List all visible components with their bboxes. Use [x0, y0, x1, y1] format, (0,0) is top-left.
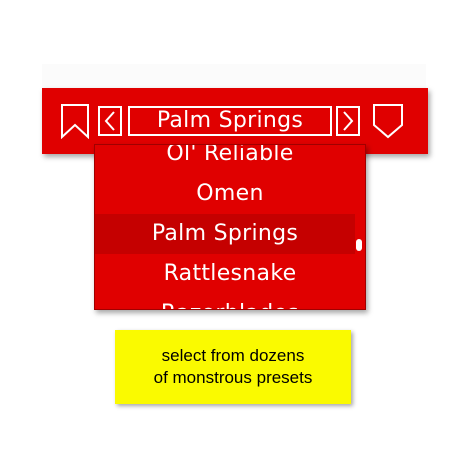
callout-line-1: select from dozens [161, 346, 305, 365]
callout-line-2: of monstrous presets [153, 368, 313, 387]
list-item[interactable]: Rattlesnake [163, 261, 297, 286]
top-strip [42, 64, 426, 89]
save-preset-icon[interactable] [372, 103, 404, 139]
list-item-selected[interactable]: Palm Springs [95, 214, 355, 254]
scrollbar-thumb[interactable] [356, 239, 362, 251]
preset-name-display[interactable]: Palm Springs [128, 106, 332, 136]
bookmark-icon[interactable] [60, 103, 90, 139]
list-item[interactable]: Ol' Reliable [166, 144, 294, 166]
feature-callout: select from dozens of monstrous presets [115, 330, 351, 404]
preset-bar: Palm Springs [42, 88, 428, 154]
preset-list: Ol' Reliable Omen Palm Springs Rattlesna… [95, 144, 365, 309]
current-preset-label: Palm Springs [156, 108, 304, 133]
next-preset-button[interactable] [336, 106, 360, 136]
chevron-right-icon [338, 111, 358, 131]
list-item[interactable]: Omen [196, 181, 264, 206]
list-item[interactable]: Razorblades [95, 294, 365, 309]
previous-preset-button[interactable] [98, 106, 122, 136]
preset-dropdown-list[interactable]: Ol' Reliable Omen Palm Springs Rattlesna… [94, 144, 366, 310]
chevron-left-icon [100, 111, 120, 131]
